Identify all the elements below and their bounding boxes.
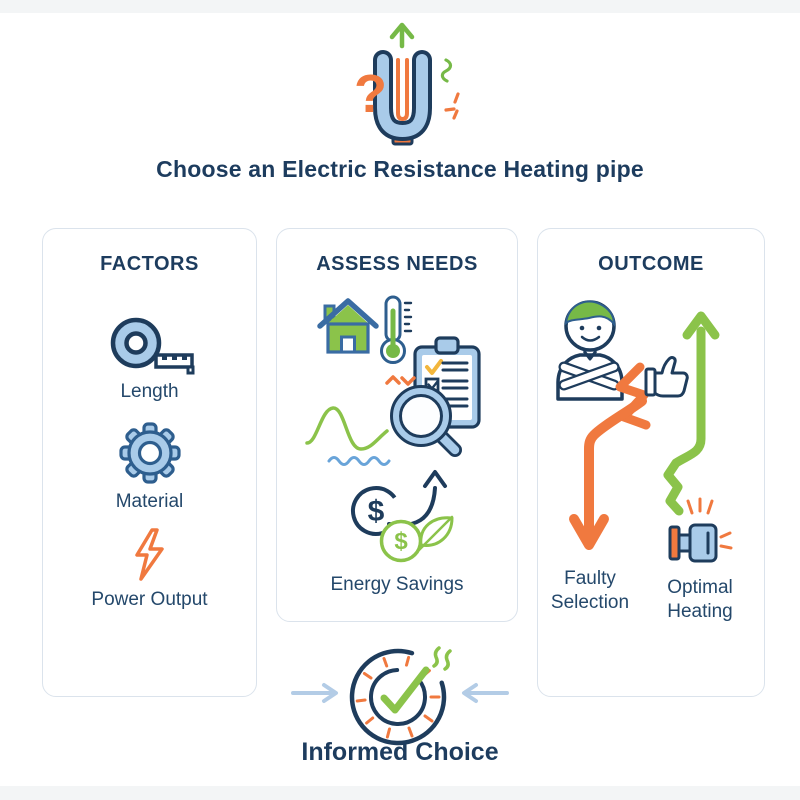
factor-label: Length bbox=[120, 381, 179, 402]
factors-header: FACTORS bbox=[100, 253, 199, 275]
page-title: Choose an Electric Resistance Heating pi… bbox=[156, 156, 644, 182]
informed-choice-label: Informed Choice bbox=[301, 738, 499, 766]
assess-needs-header: ASSESS NEEDS bbox=[316, 253, 478, 275]
converge-arrow-left-icon bbox=[291, 683, 338, 703]
heat-squiggle-orange-icon bbox=[444, 92, 460, 120]
leaf-icon bbox=[417, 515, 454, 552]
outcome-scene bbox=[556, 300, 733, 563]
zigzag-bolt-icon bbox=[615, 362, 651, 430]
wave-line-icon bbox=[327, 456, 391, 466]
outer-ring bbox=[349, 648, 447, 746]
factors-card: FACTORS Length Material bbox=[42, 228, 257, 697]
verified-choice-icon bbox=[349, 646, 452, 746]
spark-lines bbox=[686, 497, 714, 515]
thermometer-icon bbox=[380, 295, 413, 364]
outcome-card: OUTCOME bbox=[537, 228, 765, 697]
up-arrow-head bbox=[389, 22, 415, 40]
energy-savings-label: Energy Savings bbox=[330, 574, 464, 595]
thumbs-up-icon bbox=[644, 356, 689, 398]
factor-material: Material bbox=[43, 421, 256, 513]
top-band bbox=[0, 0, 800, 13]
eco-dollar-coin-icon: $ bbox=[379, 519, 423, 563]
yellow-check-icon bbox=[425, 359, 443, 375]
pipe-body bbox=[377, 54, 428, 138]
bottom-band bbox=[0, 786, 800, 800]
heater-plug-icon bbox=[668, 497, 733, 563]
assess-needs-card: ASSESS NEEDS bbox=[276, 228, 518, 622]
tape-measure-icon bbox=[110, 317, 194, 375]
factor-length: Length bbox=[43, 313, 256, 403]
hair bbox=[564, 300, 616, 327]
factor-label: Power Output bbox=[91, 589, 208, 610]
magnifying-glass-icon bbox=[390, 385, 462, 457]
converge-arrow-right-icon bbox=[462, 683, 509, 703]
heating-pipe-icon: ? bbox=[354, 22, 460, 146]
factor-power: Power Output bbox=[43, 527, 256, 611]
dollar-symbol: $ bbox=[394, 528, 408, 555]
house-icon bbox=[317, 298, 379, 354]
assess-needs-scene: $ $ bbox=[305, 295, 481, 563]
gear-icon bbox=[118, 422, 181, 484]
heat-squiggle-green-icon bbox=[440, 58, 453, 83]
person-icon bbox=[556, 300, 624, 401]
checkmark-icon bbox=[380, 666, 430, 714]
alert-chevrons-icon bbox=[385, 375, 416, 386]
heating-element bbox=[396, 58, 409, 122]
steam-squiggle-icon bbox=[443, 649, 452, 671]
steam-squiggle-icon bbox=[432, 646, 441, 668]
dollar-symbol: $ bbox=[368, 495, 385, 528]
faulty-selection-label: Faulty Selection bbox=[550, 568, 630, 614]
outcome-header: OUTCOME bbox=[598, 253, 704, 275]
down-arrow-icon bbox=[569, 396, 647, 550]
trend-line-icon bbox=[305, 406, 389, 451]
question-mark-icon: ? bbox=[354, 64, 387, 124]
up-arrow-icon bbox=[663, 311, 720, 516]
spark-lines bbox=[719, 531, 733, 550]
lightning-bolt-icon bbox=[134, 528, 164, 581]
optimal-heating-label: Optimal Heating bbox=[667, 577, 733, 623]
factor-label: Material bbox=[115, 491, 184, 512]
